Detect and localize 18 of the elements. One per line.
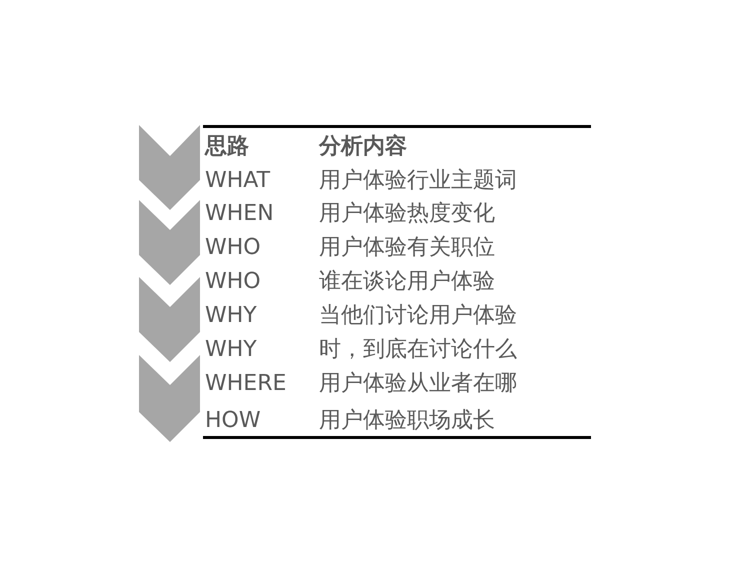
description-text: 用户体验职场成长 (319, 408, 495, 434)
description-text: 用户体验行业主题词 (319, 168, 517, 194)
question-label: WHERE (205, 371, 286, 397)
description-text: 谁在谈论用户体验 (319, 269, 495, 295)
question-label: WHEN (205, 201, 274, 227)
description-text: 用户体验热度变化 (319, 201, 495, 227)
column-header: 分析内容 (319, 134, 407, 160)
question-label: HOW (205, 408, 261, 434)
description-text: 用户体验从业者在哪 (319, 371, 517, 397)
question-label: WHY (205, 337, 257, 363)
column-header: 思路 (205, 134, 249, 160)
description-text: 用户体验有关职位 (319, 235, 495, 261)
question-label: WHO (205, 269, 261, 295)
question-label: WHY (205, 303, 257, 329)
description-text: 时，到底在讨论什么 (319, 337, 517, 363)
description-text: 当他们讨论用户体验 (319, 303, 517, 329)
question-label: WHAT (205, 168, 270, 194)
question-label: WHO (205, 235, 261, 261)
